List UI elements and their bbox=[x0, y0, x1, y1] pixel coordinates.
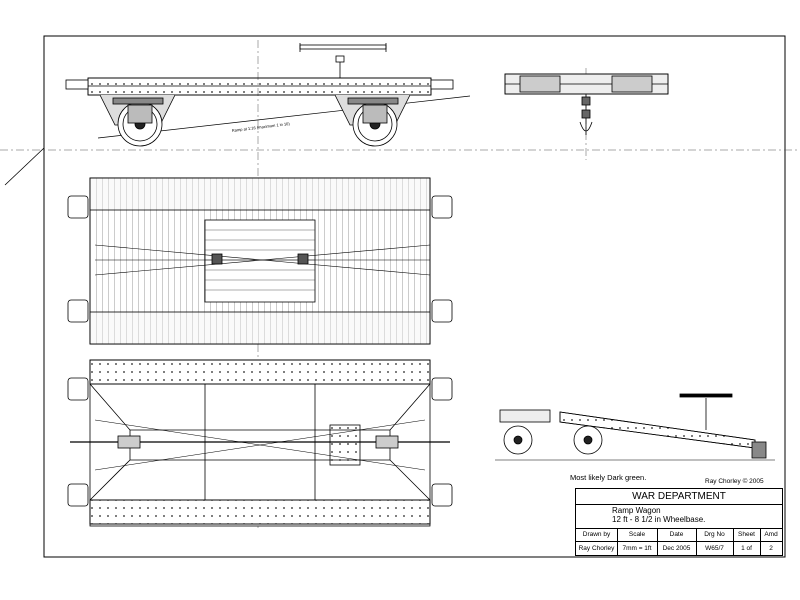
ramp-in-use-view bbox=[495, 393, 775, 461]
drawing-description: Ramp Wagon 12 ft - 8 1/2 in Wheelbase. bbox=[576, 504, 782, 529]
value-scale: 7mm = 1ft bbox=[622, 545, 652, 552]
header-scale: Scale bbox=[628, 531, 646, 538]
copyright-note: Ray Chorley © 2005 bbox=[705, 477, 764, 485]
sheet-border bbox=[43, 35, 786, 558]
header-drg-no: Drg No bbox=[704, 531, 725, 538]
underframe-view bbox=[67, 359, 453, 527]
subject-title: Ramp Wagon bbox=[612, 506, 661, 515]
ramp-slope-label: Ramp at 1:16 (maximum 1 in 10) bbox=[232, 121, 291, 133]
title-block-grid: Drawn by Scale Date Drg No Sheet Amd Ray… bbox=[576, 528, 782, 556]
corner-tick bbox=[4, 147, 45, 186]
header-sheet: Sheet bbox=[738, 531, 755, 538]
value-sheet: 1 of bbox=[741, 545, 752, 552]
side-elevation bbox=[65, 43, 471, 147]
plan-view bbox=[67, 177, 453, 345]
value-amd: 2 bbox=[769, 545, 773, 552]
colour-note: Most likely Dark green. bbox=[570, 473, 646, 482]
value-drawn-by: Ray Chorley bbox=[578, 545, 615, 552]
header-amd: Amd bbox=[764, 531, 778, 538]
organisation-name: WAR DEPARTMENT bbox=[576, 489, 782, 505]
value-date: Dec 2005 bbox=[662, 545, 691, 552]
end-elevation bbox=[504, 73, 669, 135]
header-drawn-by: Drawn by bbox=[582, 531, 611, 538]
wheelbase-description: 12 ft - 8 1/2 in Wheelbase. bbox=[612, 515, 706, 524]
title-block: WAR DEPARTMENT Ramp Wagon 12 ft - 8 1/2 … bbox=[575, 488, 783, 556]
header-date: Date bbox=[669, 531, 684, 538]
value-drg-no: W65/7 bbox=[705, 545, 724, 552]
